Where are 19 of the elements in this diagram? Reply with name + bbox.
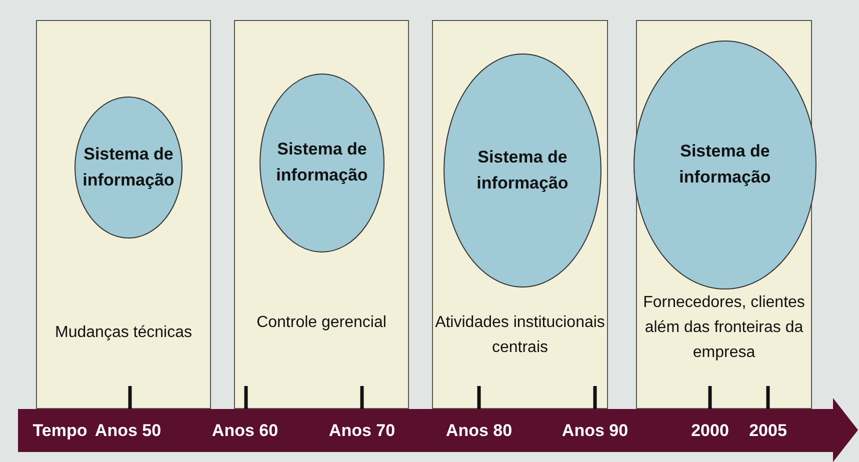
timeline-label: Anos 50 (94, 421, 162, 441)
ellipse-label: Sistema de informação (678, 140, 772, 189)
era-description: Controle gerencial (256, 313, 388, 333)
timeline-label: Anos 60 (212, 421, 278, 441)
timeline-label: 2000 (691, 421, 729, 441)
ellipse-label: Sistema de informação (82, 143, 176, 192)
era-description: Fornecedores, clientes além das fronteiras da empresa (642, 293, 806, 363)
timeline-label: Anos 80 (446, 421, 512, 441)
era-panel (36, 20, 211, 409)
timeline-label: Tempo (32, 421, 88, 441)
era-description: Atividades institucionais centrais (435, 313, 605, 358)
timeline-label: 2005 (749, 421, 787, 441)
timeline-label: Anos 90 (562, 421, 628, 441)
timeline-label: Anos 70 (328, 421, 396, 441)
era-panel (432, 20, 608, 409)
ellipse-label: Sistema de informação (275, 138, 369, 187)
era-panel (234, 20, 409, 409)
ellipse-label: Sistema de informação (476, 146, 570, 194)
era-description: Mudanças técnicas (54, 323, 193, 343)
